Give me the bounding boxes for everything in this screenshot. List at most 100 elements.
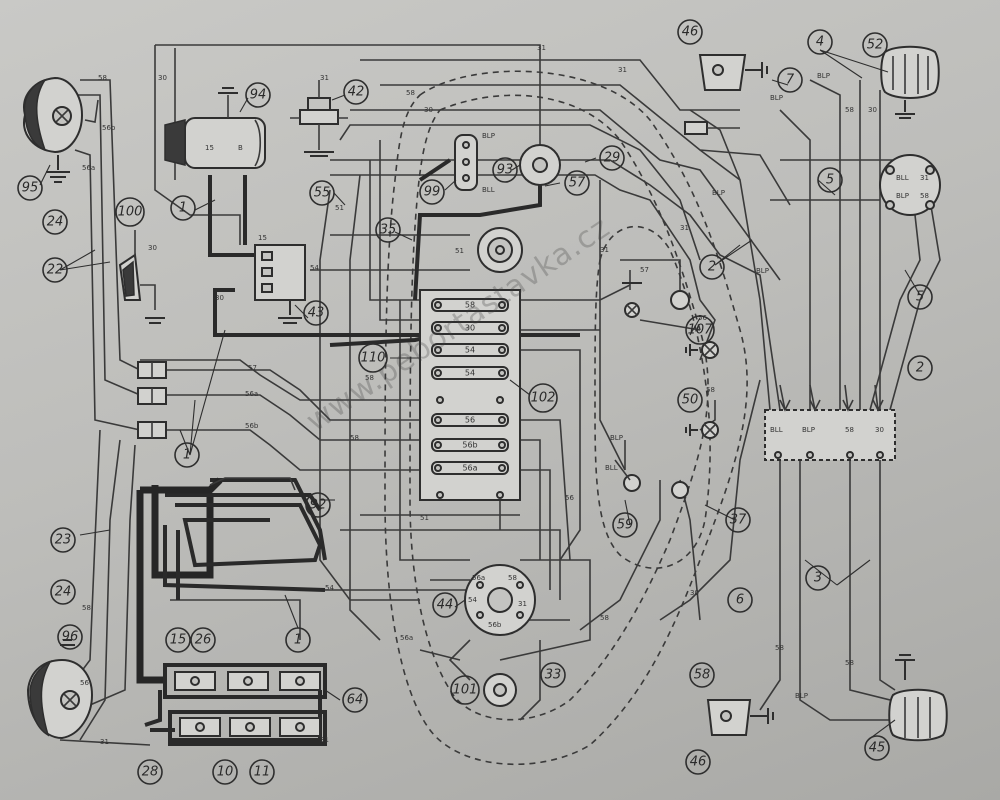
callout-label: 1 [179, 201, 187, 216]
callout-37: 37 [725, 507, 751, 533]
strip-label-bll: BLL [770, 426, 783, 434]
callout-label: 2 [708, 260, 716, 275]
tail-lamp-top [698, 54, 768, 91]
callout-35: 35 [375, 217, 401, 243]
wire-label: 31 [320, 74, 329, 82]
wire-label: 57 [640, 266, 649, 274]
callout-100: 100 [115, 197, 145, 227]
callout-label: 107 [688, 323, 714, 338]
callout-43: 43 [303, 300, 329, 326]
callout-label: 44 [437, 598, 454, 613]
callout-label: 102 [531, 391, 556, 406]
wire-label: BLP [795, 692, 808, 700]
fuse-label: 56b [462, 441, 477, 450]
callout-label: 50 [682, 393, 699, 408]
callout-10: 10 [212, 759, 238, 785]
callout-4: 4 [807, 29, 833, 55]
callout-46: 46 [677, 19, 703, 45]
ignition-term-54: 54 [468, 596, 477, 604]
callout-label: 45 [869, 741, 886, 756]
callout-label: 6 [736, 593, 744, 608]
battery-unit [209, 477, 296, 491]
wire-label: 51 [455, 247, 464, 255]
wiring-heavy [136, 158, 580, 742]
callout-label: 28 [142, 765, 159, 780]
fuse-label: 58 [465, 301, 475, 310]
fuse-label: 30 [465, 324, 475, 333]
callout-label: 55 [314, 186, 331, 201]
strip-label-blp: BLP [802, 426, 815, 434]
ignition-term-31: 31 [518, 600, 527, 608]
wire-label: 57 [248, 364, 257, 372]
callout-2: 2 [907, 355, 933, 381]
dynamo-terminal-b: B [238, 144, 243, 152]
callout-label: 110 [361, 351, 386, 366]
callout-101: 101 [450, 675, 480, 705]
neutral-indicator [477, 227, 523, 273]
dimmer-label-blp: BLP [482, 132, 495, 140]
callout-110: 110 [358, 343, 388, 373]
dimmer-label-bll: BLL [482, 186, 495, 194]
callout-label: 52 [867, 38, 884, 53]
callout-label: 2 [916, 361, 924, 376]
callout-33: 33 [540, 662, 566, 688]
callout-1: 1 [174, 442, 200, 468]
callout-label: 35 [380, 223, 397, 238]
wire-label: 56b [245, 422, 259, 430]
callout-5: 5 [817, 167, 843, 193]
fuse-box: 58 30 54 54 56 56b 56a [419, 289, 521, 501]
wire-label: 31 [618, 66, 627, 74]
callout-label: 64 [347, 693, 364, 708]
callout-22: 22 [42, 257, 68, 283]
callout-label: 93 [497, 163, 514, 178]
callout-label: 95 [22, 181, 39, 196]
callout-3: 3 [805, 565, 831, 591]
wire-label: 51 [335, 204, 344, 212]
wire-label: 56 [698, 314, 707, 322]
fuse-label: 56 [465, 416, 475, 425]
wire-code-labels: 58 56b 56a 30 31 31 58 30 31 30 54 30 51… [80, 44, 877, 746]
fuse-label: 54 [465, 346, 475, 355]
callout-label: 46 [682, 25, 699, 40]
callout-label: 23 [55, 533, 72, 548]
leader-lines [39, 49, 921, 741]
wire-label: 58 [775, 644, 784, 652]
charge-warning-lamp [685, 341, 719, 359]
plug-connector-top [684, 121, 740, 135]
wire-label: 58 [706, 386, 715, 394]
rear-connector-strip: BLL BLP 58 30 [764, 384, 896, 461]
callout-46: 46 [685, 749, 711, 775]
dynamo-terminal-15: 15 [205, 144, 214, 152]
callout-50: 50 [677, 387, 703, 413]
battery-box-lower [168, 710, 327, 746]
callout-26: 26 [190, 627, 216, 653]
fuse: 54 [431, 366, 509, 380]
callout-93: 93 [492, 157, 518, 183]
callout-24: 24 [42, 209, 68, 235]
wire-label: BLP [610, 434, 623, 442]
callout-28: 28 [137, 759, 163, 785]
wire-label: 31 [600, 246, 609, 254]
neutral-switch [670, 290, 690, 310]
callout-95: 95 [17, 175, 43, 201]
wire-label: 31 [537, 44, 546, 52]
callout-label: 92 [310, 498, 327, 513]
wire-label: 58 [406, 89, 415, 97]
fuse: 56a [431, 461, 509, 475]
wire-label: 56 [565, 494, 574, 502]
callout-15: 15 [165, 627, 191, 653]
strip-label-58: 58 [845, 426, 854, 434]
tail-lamp-bottom [706, 699, 774, 736]
callout-label: 24 [47, 215, 64, 230]
callout-label: 96 [62, 630, 79, 645]
wiring-thin [59, 44, 941, 746]
callout-label: 94 [250, 88, 267, 103]
callout-7: 7 [777, 67, 803, 93]
callout-94: 94 [245, 82, 271, 108]
wire-label: 58 [82, 604, 91, 612]
wire-label: 30 [868, 106, 877, 114]
wire-label: BLP [817, 72, 830, 80]
callout-1: 1 [285, 627, 311, 653]
